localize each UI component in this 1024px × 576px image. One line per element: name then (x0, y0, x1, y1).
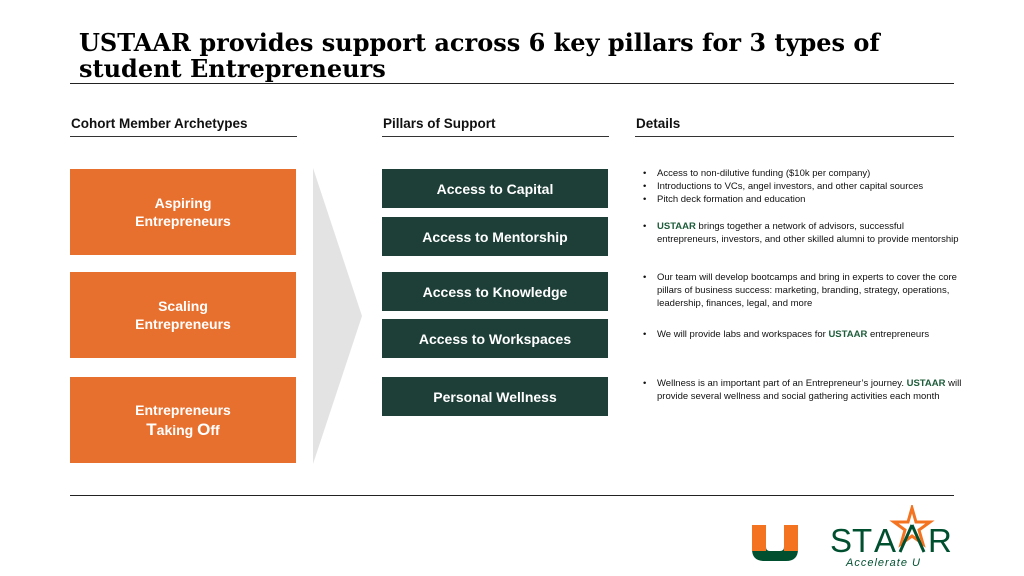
details-header-line (635, 136, 954, 137)
archetypes-header-line (70, 136, 297, 137)
detail-item: Access to non-dilutive funding ($10k per… (642, 167, 962, 180)
archetype-aspiring-line2: Entrepreneurs (135, 213, 231, 229)
logo-tagline: Accelerate U (845, 557, 921, 569)
footer-divider (70, 495, 954, 496)
detail-item: We will provide labs and workspaces for … (642, 328, 962, 341)
title-divider (70, 83, 954, 84)
details-workspaces: We will provide labs and workspaces for … (642, 328, 962, 341)
archetype-scaling: Scaling Entrepreneurs (70, 272, 296, 358)
detail-item: Introductions to VCs, angel investors, a… (642, 180, 962, 193)
pillars-header: Pillars of Support (383, 116, 496, 131)
archetype-taking-off-line2: Taking Off (146, 420, 220, 439)
logo-graphic: ST A R Accelerate U (752, 502, 952, 569)
details-knowledge: Our team will develop bootcamps and brin… (642, 271, 962, 310)
logo-wordmark-a: A (874, 522, 896, 559)
logo-wordmark-st: ST (830, 522, 872, 559)
logo-wordmark-r: R (928, 522, 952, 559)
pillars-header-line (382, 136, 609, 137)
pillar-mentorship: Access to Mentorship (382, 217, 608, 256)
detail-item: Wellness is an important part of an Entr… (642, 377, 962, 403)
archetypes-header: Cohort Member Archetypes (71, 116, 248, 131)
pillar-wellness: Personal Wellness (382, 377, 608, 416)
details-mentorship: USTAAR brings together a network of advi… (642, 220, 962, 246)
archetype-taking-off-line1: Entrepreneurs (135, 402, 231, 418)
ustaar-logo: ST A R Accelerate U (750, 502, 960, 569)
details-wellness: Wellness is an important part of an Entr… (642, 377, 962, 403)
archetype-aspiring: Aspiring Entrepreneurs (70, 169, 296, 255)
archetype-scaling-line1: Scaling (158, 298, 208, 314)
star-icon (889, 502, 935, 548)
detail-item: Pitch deck formation and education (642, 193, 962, 206)
slide-title: USTAAR provides support across 6 key pil… (79, 28, 880, 83)
chevron-arrow-shape (313, 168, 362, 464)
detail-item: USTAAR brings together a network of advi… (642, 220, 962, 246)
pillar-capital: Access to Capital (382, 169, 608, 208)
details-header: Details (636, 116, 681, 131)
pillar-knowledge: Access to Knowledge (382, 272, 608, 311)
archetype-scaling-line2: Entrepreneurs (135, 316, 231, 332)
pillar-workspaces: Access to Workspaces (382, 319, 608, 358)
details-capital: Access to non-dilutive funding ($10k per… (642, 167, 962, 206)
archetype-aspiring-line1: Aspiring (154, 195, 212, 211)
detail-item: Our team will develop bootcamps and brin… (642, 271, 962, 310)
archetype-taking-off: Entrepreneurs Taking Off (70, 377, 296, 463)
